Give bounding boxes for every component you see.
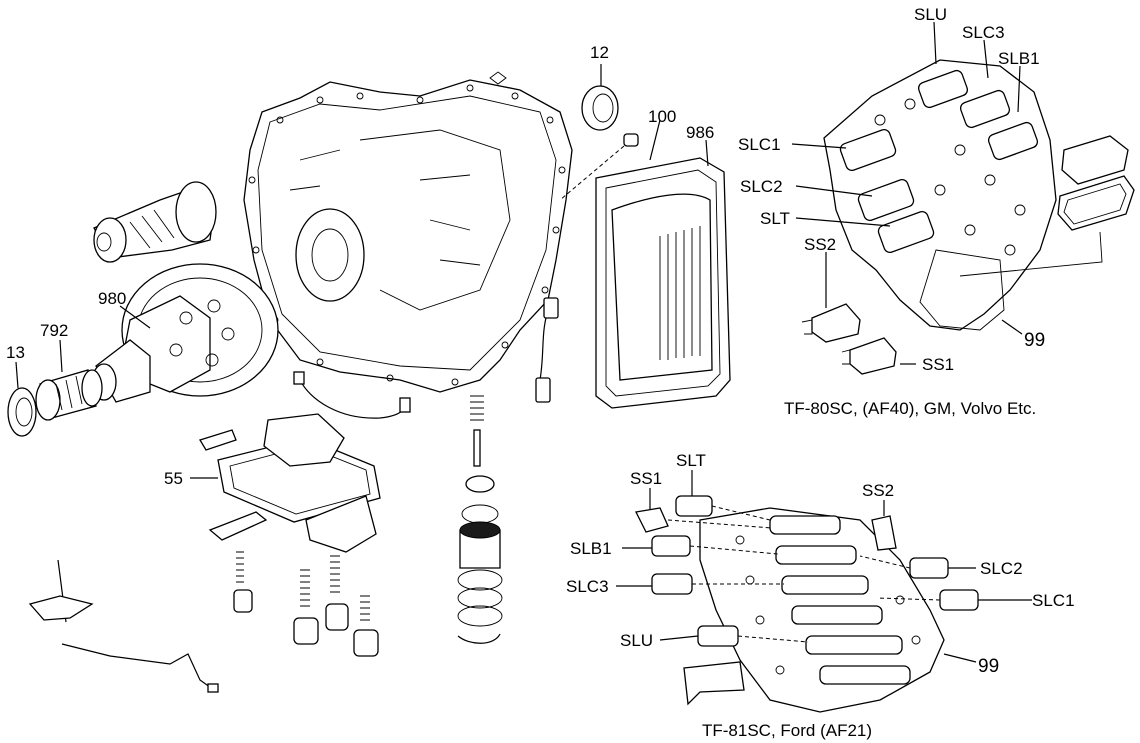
tf81sc-slc2 xyxy=(909,557,949,579)
caption-tf81sc: TF-81SC, Ford (AF21) xyxy=(702,721,872,740)
label-986: 986 xyxy=(686,123,714,142)
drain-plug xyxy=(559,133,639,201)
parking-rod xyxy=(61,643,219,693)
piston-stack xyxy=(457,395,503,644)
label-slc3-tf80sc: SLC3 xyxy=(962,23,1005,42)
label-12: 12 xyxy=(590,43,609,62)
label-99-tf80sc: 99 xyxy=(1024,330,1045,351)
tf81sc-valve-bores xyxy=(735,515,921,685)
label-slu-tf80sc: SLU xyxy=(914,5,947,24)
label-13: 13 xyxy=(6,343,25,362)
tf80sc-leader-lines xyxy=(791,21,1023,365)
label-slb1-tf80sc: SLB1 xyxy=(998,49,1040,68)
manual-shaft-lever xyxy=(28,559,94,623)
label-792: 792 xyxy=(40,321,68,340)
tf81sc-valve-body xyxy=(683,507,945,713)
tf80sc-valve-body xyxy=(823,59,1057,331)
transmission-case xyxy=(243,71,573,393)
label-slc3-tf81sc: SLC3 xyxy=(566,577,609,596)
part-980-differential: 980 xyxy=(91,263,279,403)
case-bolt-holes xyxy=(248,84,566,386)
part-12-oil-seal: 12 xyxy=(581,43,619,131)
tf81sc-slb1 xyxy=(651,535,691,557)
tf81sc-ss1 xyxy=(635,507,669,533)
label-slc1-tf80sc: SLC1 xyxy=(738,135,781,154)
label-slc1-tf81sc: SLC1 xyxy=(1032,591,1075,610)
part-13-seal: 13 xyxy=(6,343,37,437)
label-slt-tf81sc: SLT xyxy=(676,451,706,470)
tf81sc-solenoids xyxy=(635,495,979,647)
label-ss1-tf80sc: SS1 xyxy=(922,355,954,374)
accumulator-parts xyxy=(208,495,379,657)
oil-pan-fins xyxy=(659,226,701,360)
breather-cap xyxy=(489,71,507,85)
solenoid-bores xyxy=(839,69,1039,256)
caption-tf80sc: TF-80SC, (AF40), GM, Volvo Etc. xyxy=(784,399,1036,418)
label-100: 100 xyxy=(648,107,676,126)
part-55-oil-filter: 55 xyxy=(164,413,381,523)
tf81sc-ss2 xyxy=(871,515,897,551)
tf81sc-slt xyxy=(675,495,713,517)
tf81sc-slu xyxy=(697,625,739,647)
label-slc2-tf81sc: SLC2 xyxy=(980,559,1023,578)
tf80sc-solenoid-ss2 xyxy=(801,303,861,343)
label-ss2-tf80sc: SS2 xyxy=(804,235,836,254)
label-55: 55 xyxy=(164,469,183,488)
label-slt-tf80sc: SLT xyxy=(760,209,790,228)
tf81sc-leader-lines xyxy=(616,470,1032,663)
oil-pan: 100 986 xyxy=(595,107,731,409)
tf80sc-cover-plate xyxy=(959,135,1135,277)
part-792-bearing: 792 xyxy=(35,321,103,421)
tf81sc-slc3 xyxy=(651,573,693,595)
label-ss2-tf81sc: SS2 xyxy=(862,481,894,500)
tf80sc-solenoid-ss1 xyxy=(841,337,897,375)
wiring-harness xyxy=(293,297,559,419)
input-shaft-gear xyxy=(93,181,217,263)
label-slu-tf81sc: SLU xyxy=(620,631,653,650)
label-980: 980 xyxy=(98,289,126,308)
label-ss1-tf81sc: SS1 xyxy=(630,469,662,488)
tf81sc-slc1 xyxy=(939,589,979,611)
label-99-tf81sc: 99 xyxy=(978,656,999,677)
label-slc2-tf80sc: SLC2 xyxy=(740,177,783,196)
label-slb1-tf81sc: SLB1 xyxy=(570,539,612,558)
